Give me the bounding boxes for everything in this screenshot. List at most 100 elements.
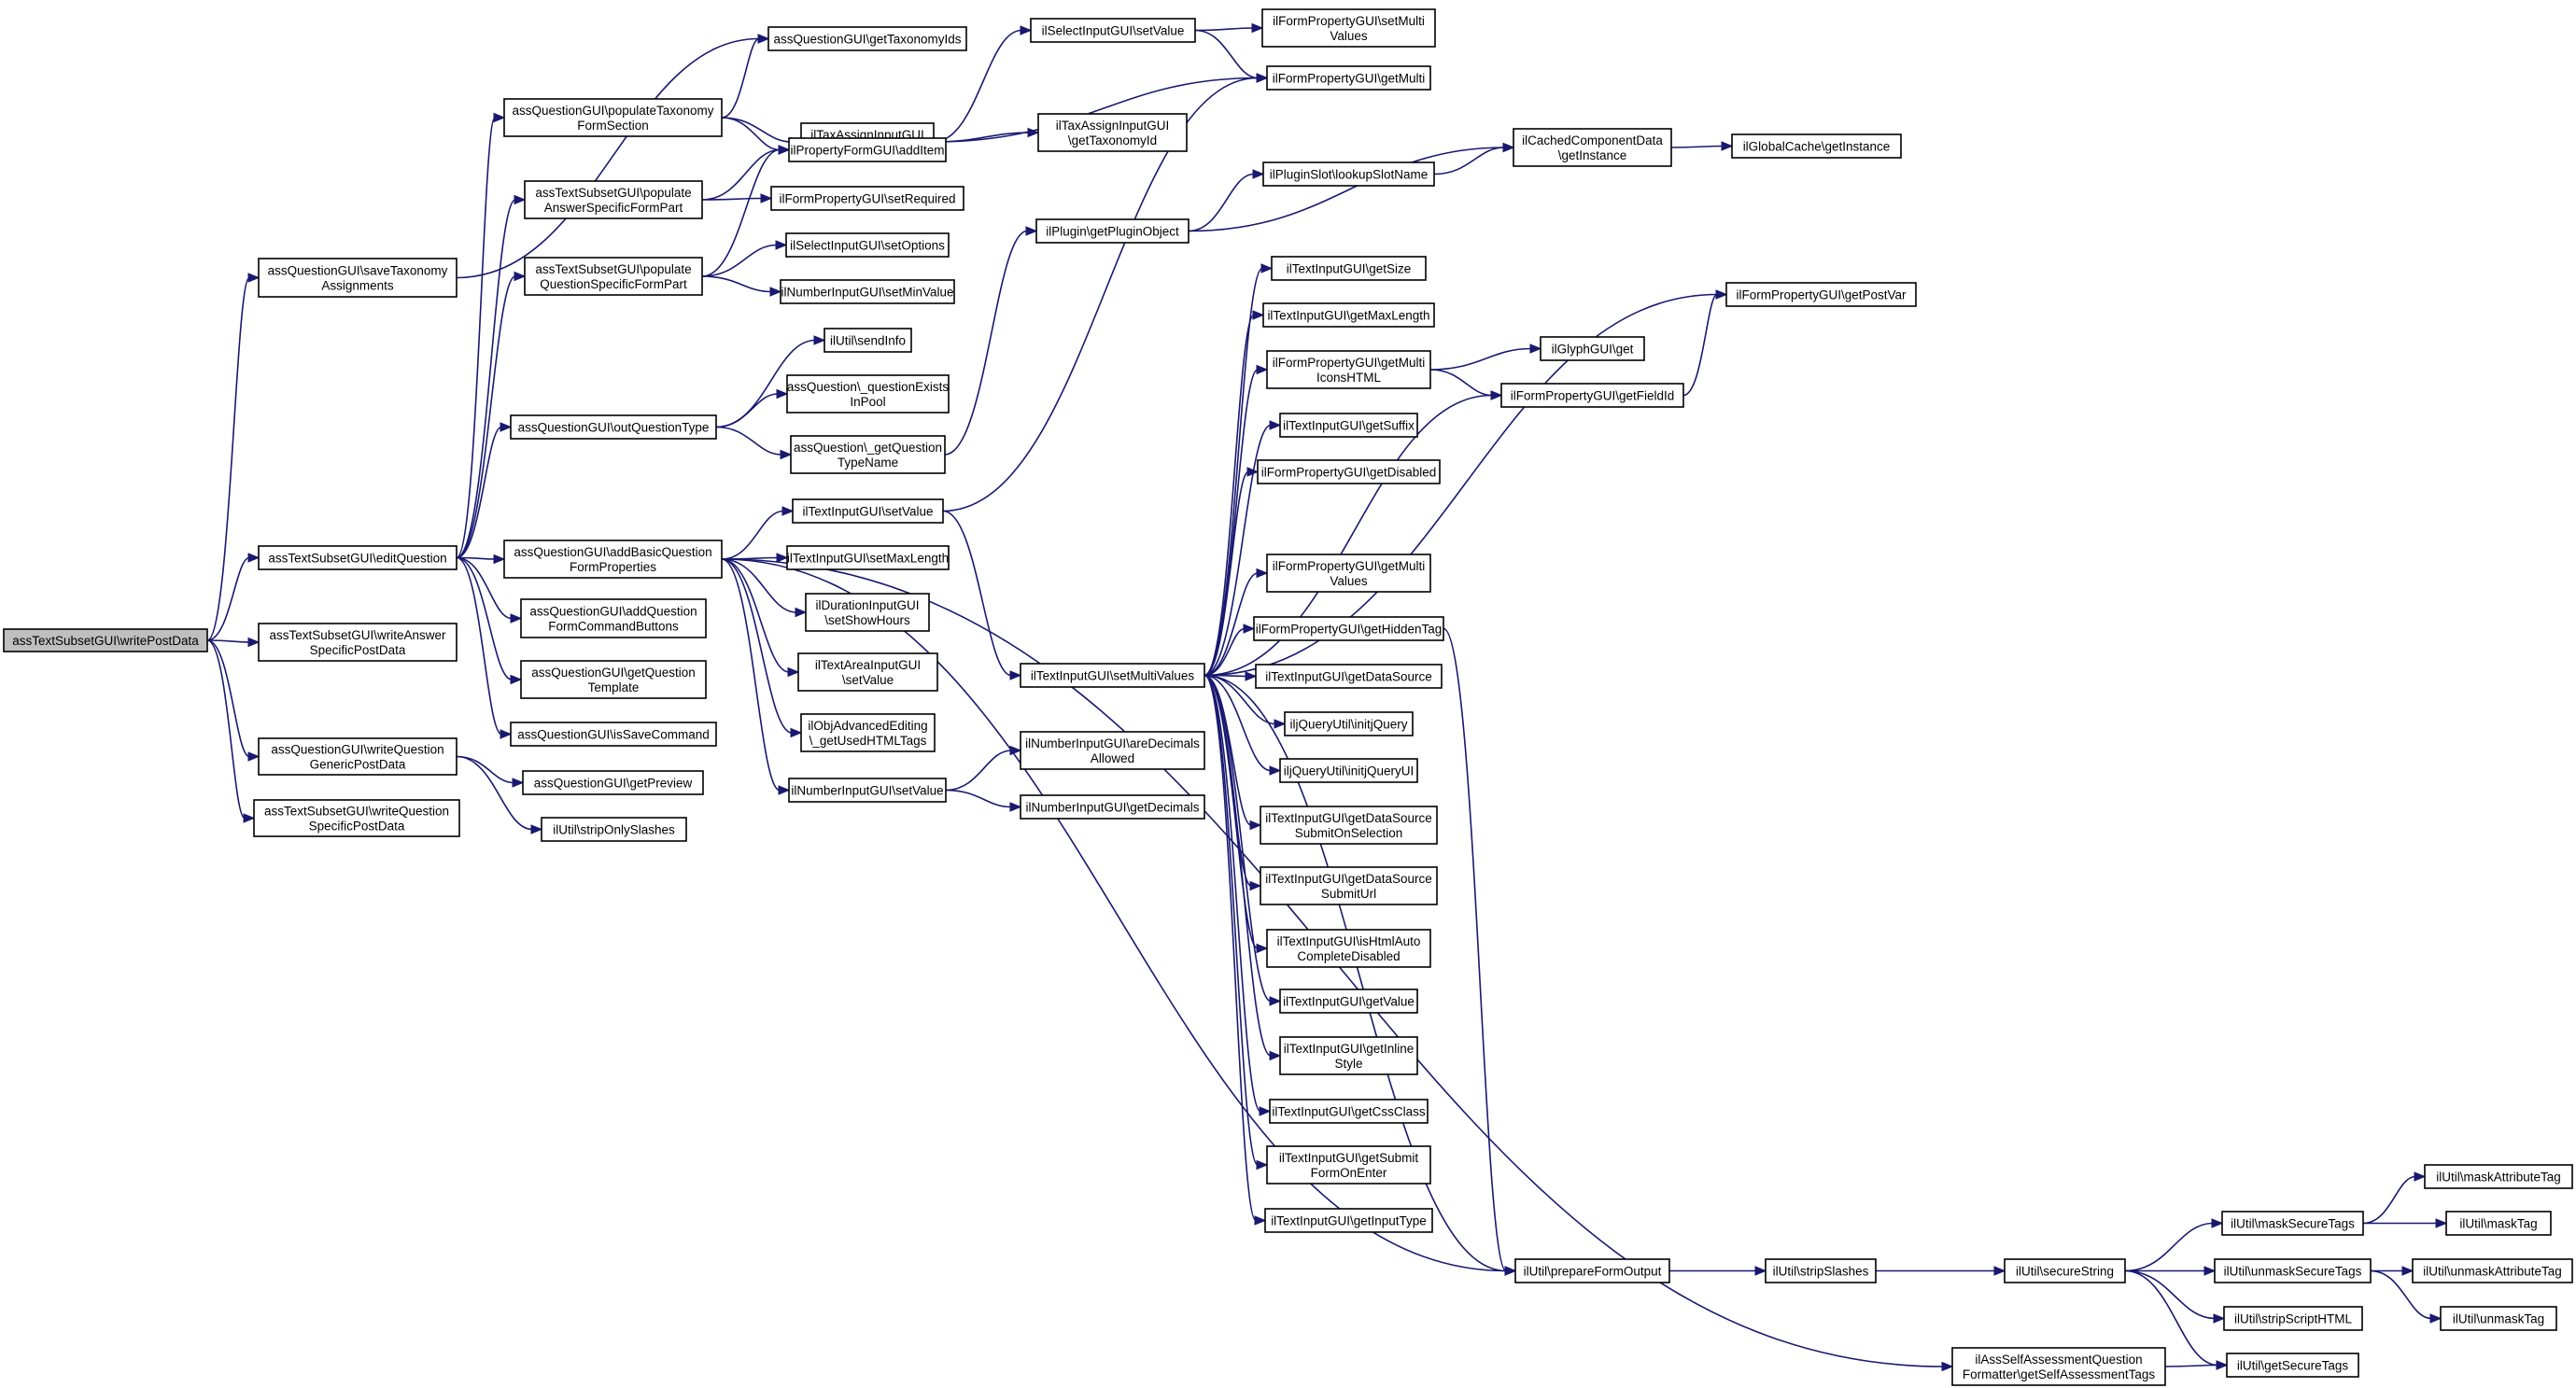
node-popTax[interactable]: assQuestionGUI\populateTaxonomyFormSecti… xyxy=(503,98,723,137)
node-popQS[interactable]: assTextSubsetGUI\populateQuestionSpecifi… xyxy=(524,257,703,296)
node-addItem[interactable]: ilPropertyFormGUI\addItem xyxy=(788,137,947,162)
node-getTaxIds[interactable]: assQuestionGUI\getTaxonomyIds xyxy=(767,26,967,51)
node-glyphGet[interactable]: ilGlyphGUI\get xyxy=(1540,336,1645,361)
node-taSetValue[interactable]: ilTextAreaInputGUI\setValue xyxy=(797,652,938,692)
node-setMinValue[interactable]: ilNumberInputGUI\setMinValue xyxy=(780,279,955,304)
node-setRequired[interactable]: ilFormPropertyGUI\setRequired xyxy=(770,186,964,211)
node-addBasic[interactable]: assQuestionGUI\addBasicQuestionFormPrope… xyxy=(503,540,723,579)
node-label: ilTextInputGUI\getSubmit xyxy=(1279,1151,1419,1165)
node-writeAns[interactable]: assTextSubsetGUI\writeAnswerSpecificPost… xyxy=(258,623,457,662)
node-initjQuery[interactable]: iljQueryUtil\initjQuery xyxy=(1284,711,1414,736)
node-lookupSlot[interactable]: ilPluginSlot\lookupSlotName xyxy=(1262,161,1435,187)
node-label: ilFormPropertyGUI\getDisabled xyxy=(1261,466,1437,480)
node-box xyxy=(800,713,936,752)
node-label: \setValue xyxy=(842,673,894,687)
node-getPostVar[interactable]: ilFormPropertyGUI\getPostVar xyxy=(1725,282,1917,307)
node-getValue[interactable]: ilTextInputGUI\getValue xyxy=(1279,988,1418,1014)
node-box xyxy=(258,545,457,570)
node-label: ilUtil\maskTag xyxy=(2459,1217,2537,1231)
node-initjQueryUI[interactable]: iljQueryUtil\initjQueryUI xyxy=(1279,758,1418,783)
node-numSetValue[interactable]: ilNumberInputGUI\setValue xyxy=(788,778,947,803)
node-isHtmlAuto[interactable]: ilTextInputGUI\isHtmlAutoCompleteDisable… xyxy=(1266,929,1431,968)
node-maskTag[interactable]: ilUtil\maskTag xyxy=(2445,1211,2552,1236)
node-globalCache[interactable]: ilGlobalCache\getInstance xyxy=(1731,133,1902,159)
edges-layer xyxy=(206,22,2448,1372)
node-fpGetMulti[interactable]: ilFormPropertyGUI\getMulti xyxy=(1266,65,1431,91)
node-getHiddenTag[interactable]: ilFormPropertyGUI\getHiddenTag xyxy=(1253,616,1444,641)
node-box xyxy=(2445,1211,2552,1236)
node-unmaskAttr[interactable]: ilUtil\unmaskAttributeTag xyxy=(2412,1258,2573,1283)
node-stripOnly[interactable]: ilUtil\stripOnlySlashes xyxy=(541,817,687,842)
node-label: ilUtil\maskSecureTags xyxy=(2231,1217,2355,1231)
node-box xyxy=(1500,383,1684,408)
node-getFieldId[interactable]: ilFormPropertyGUI\getFieldId xyxy=(1500,383,1684,408)
node-getSize[interactable]: ilTextInputGUI\getSize xyxy=(1271,256,1427,281)
node-getCss[interactable]: ilTextInputGUI\getCssClass xyxy=(1269,1099,1429,1124)
node-label: ilFormPropertyGUI\getMulti xyxy=(1273,559,1426,573)
node-writeQS[interactable]: assTextSubsetGUI\writeQuestionSpecificPo… xyxy=(253,799,460,837)
node-fpSetMulti[interactable]: ilFormPropertyGUI\setMultiValues xyxy=(1261,8,1436,48)
node-label: ilTextInputGUI\setMaxLength xyxy=(787,552,949,566)
node-getDSSubmitSel[interactable]: ilTextInputGUI\getDataSourceSubmitOnSele… xyxy=(1260,806,1438,845)
node-box xyxy=(1951,1347,2166,1386)
node-durShow[interactable]: ilDurationInputGUI\setShowHours xyxy=(805,593,930,632)
node-setMultiValues[interactable]: ilTextInputGUI\setMultiValues xyxy=(1020,663,1205,688)
node-label: ilFormPropertyGUI\setRequired xyxy=(779,192,955,206)
node-getPreview[interactable]: assQuestionGUI\getPreview xyxy=(522,770,704,795)
node-unmaskTag[interactable]: ilUtil\unmaskTag xyxy=(2440,1306,2557,1331)
node-cachedGet[interactable]: ilCachedComponentData\getInstance xyxy=(1513,128,1672,167)
node-unmaskSecure[interactable]: ilUtil\unmaskSecureTags xyxy=(2214,1258,2372,1283)
node-selSetValue[interactable]: ilSelectInputGUI\setValue xyxy=(1030,18,1196,43)
node-maskAttr[interactable]: ilUtil\maskAttributeTag xyxy=(2424,1164,2573,1189)
node-getDataSource[interactable]: ilTextInputGUI\getDataSource xyxy=(1255,664,1443,689)
node-writeQG[interactable]: assQuestionGUI\writeQuestionGenericPostD… xyxy=(258,737,457,776)
node-prepForm[interactable]: ilUtil\prepareFormOutput xyxy=(1514,1258,1670,1283)
node-getSecureTags[interactable]: ilUtil\getSecureTags xyxy=(2226,1353,2359,1378)
node-addCmd[interactable]: assQuestionGUI\addQuestionFormCommandBut… xyxy=(520,598,707,638)
node-stripScript[interactable]: ilUtil\stripScriptHTML xyxy=(2223,1306,2363,1331)
edge-setMultiValues-to-getSize xyxy=(1204,263,1274,677)
node-setOptions[interactable]: ilSelectInputGUI\setOptions xyxy=(785,232,950,258)
node-objAdv[interactable]: ilObjAdvancedEditing\_getUsedHTMLTags xyxy=(800,713,936,752)
edge-setMultiValues-to-getSubmit xyxy=(1204,674,1269,1171)
node-getMaxLen[interactable]: ilTextInputGUI\getMaxLength xyxy=(1262,302,1435,328)
node-taxGetId[interactable]: ilTaxAssignInputGUI\getTaxonomyId xyxy=(1037,113,1188,152)
nodes-layer: assTextSubsetGUI\writePostData assQuestio… xyxy=(3,8,2573,1386)
node-secureString[interactable]: ilUtil\secureString xyxy=(2004,1258,2126,1283)
edge-setMultiValues-to-fpGetMultiValues xyxy=(1204,568,1269,677)
node-setMaxLen[interactable]: ilTextInputGUI\setMaxLength xyxy=(786,545,950,570)
node-getInputType[interactable]: ilTextInputGUI\getInputType xyxy=(1264,1208,1433,1233)
node-isSave[interactable]: assQuestionGUI\isSaveCommand xyxy=(510,722,717,747)
node-box xyxy=(258,737,457,776)
node-getDisabled[interactable]: ilFormPropertyGUI\getDisabled xyxy=(1257,459,1441,484)
node-getDec[interactable]: ilNumberInputGUI\getDecimals xyxy=(1020,794,1205,820)
node-label: ilNumberInputGUI\setMinValue xyxy=(781,286,953,300)
node-box xyxy=(1257,459,1441,484)
node-sendInfo[interactable]: ilUtil\sendInfo xyxy=(823,328,912,353)
node-box xyxy=(788,778,947,803)
node-getPluginObj[interactable]: ilPlugin\getPluginObject xyxy=(1035,218,1189,244)
node-label: FormSection xyxy=(577,119,649,133)
node-getSuffix[interactable]: ilTextInputGUI\getSuffix xyxy=(1279,413,1418,438)
node-outQT[interactable]: assQuestionGUI\outQuestionType xyxy=(510,414,717,440)
node-root[interactable]: assTextSubsetGUI\writePostData xyxy=(3,628,208,652)
node-label: CompleteDisabled xyxy=(1297,949,1400,963)
node-label: ilPropertyFormGUI\addItem xyxy=(790,144,944,158)
node-selfAssess[interactable]: ilAssSelfAssessmentQuestionFormatter\get… xyxy=(1951,1347,2166,1386)
node-txtSetValue[interactable]: ilTextInputGUI\setValue xyxy=(792,498,944,524)
node-box xyxy=(1035,218,1189,244)
node-stripSlashes[interactable]: ilUtil\stripSlashes xyxy=(1765,1258,1877,1283)
node-popAns[interactable]: assTextSubsetGUI\populateAnswerSpecificF… xyxy=(524,180,703,219)
node-maskSecure[interactable]: ilUtil\maskSecureTags xyxy=(2221,1211,2364,1236)
node-editQ[interactable]: assTextSubsetGUI\editQuestion xyxy=(258,545,457,570)
